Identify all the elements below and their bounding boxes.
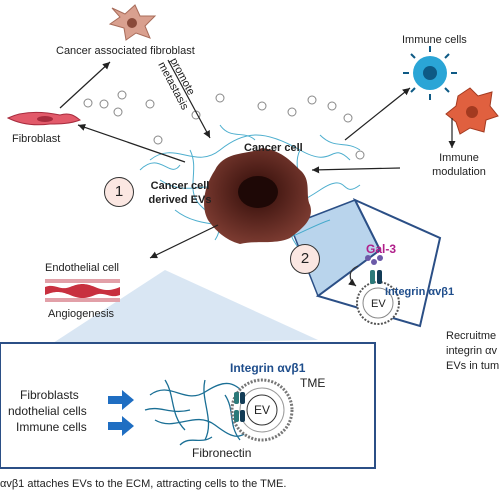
recruitment-line3: EVs in tum	[446, 360, 500, 372]
tme-panel	[0, 270, 376, 469]
angiogenesis-label: Angiogenesis	[48, 308, 115, 320]
ev-vesicle-icon	[356, 281, 400, 325]
integrin-bottom-label: Integrin αvβ1	[230, 361, 306, 375]
fibroblast-label: Fibroblast	[12, 133, 61, 145]
caf-label: Cancer associated fibroblast	[56, 45, 195, 57]
endothelial-label: Endothelial cell	[45, 262, 119, 274]
bottom-ev-icon	[230, 378, 294, 442]
source-fibroblasts: Fibroblasts	[20, 388, 79, 402]
immune-cell-blue-icon	[403, 46, 457, 100]
step-2-badge: 2	[290, 244, 320, 274]
inset-panel	[289, 197, 442, 328]
step-1-badge: 1	[104, 177, 134, 207]
evs-label-line1: Cancer cell	[150, 180, 210, 192]
source-immune: Immune cells	[16, 420, 87, 434]
recruitment-arrows	[108, 390, 134, 436]
cancer-cell-label: Cancer cell	[244, 142, 303, 154]
caption: αvβ1 attaches EVs to the ECM, attracting…	[0, 478, 287, 490]
integrin-icon	[370, 270, 382, 284]
evs-label-line2: derived EVs	[148, 194, 212, 206]
recruitment-line1: Recruitme	[446, 330, 497, 342]
source-endothelial: ndothelial cells	[8, 404, 87, 418]
fibronectin-label: Fibronectin	[192, 446, 252, 460]
integrin-inset-label: Integrin αvβ1	[385, 286, 455, 298]
immune-modulation-label-line1: Immune	[439, 152, 479, 164]
blood-vessel-icon	[45, 279, 120, 302]
ev-bottom-label: EV	[254, 403, 271, 417]
tme-label: TME	[300, 376, 326, 390]
cancer-cell-icon	[204, 148, 311, 244]
gal3-arrow	[348, 265, 359, 287]
recruitment-line2: integrin αv	[446, 345, 497, 357]
ev-inset-label: EV	[371, 298, 386, 310]
arrows	[59, 59, 456, 259]
immune-cells-label: Immune cells	[402, 34, 467, 46]
gal3-label: Gal-3	[366, 242, 397, 256]
fibroblast-icon	[6, 111, 81, 126]
immune-cell-orange-icon	[445, 87, 499, 135]
immune-modulation-label-line2: modulation	[432, 166, 486, 178]
ev-particles	[83, 90, 365, 160]
caf-icon	[108, 4, 157, 41]
gal3-icon	[365, 255, 383, 265]
